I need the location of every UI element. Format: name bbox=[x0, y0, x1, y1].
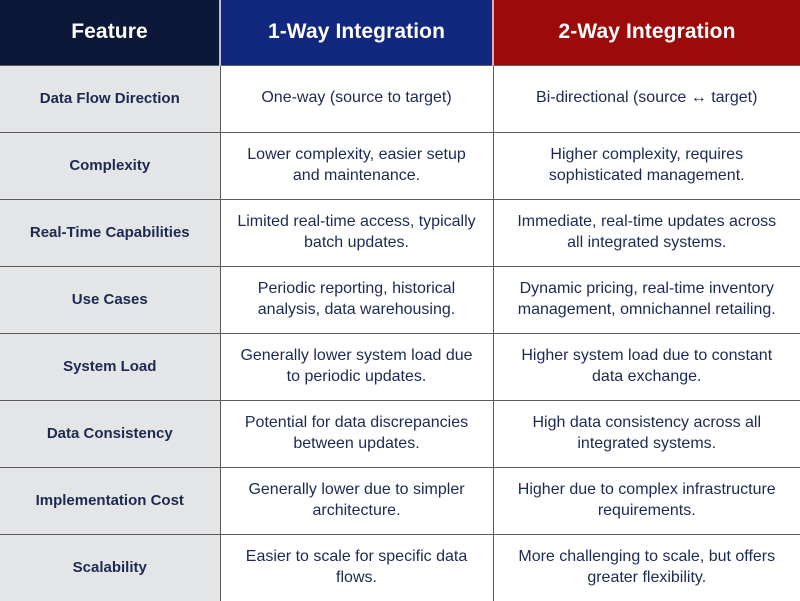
column-header-feature: Feature bbox=[0, 0, 221, 65]
two-way-value-text: Higher complexity, requires sophisticate… bbox=[548, 146, 745, 184]
table-row: Complexity Lower complexity, easier setu… bbox=[0, 131, 800, 200]
one-way-value-cell: One-way (source to target) bbox=[219, 64, 494, 133]
one-way-value-cell: Easier to scale for specific data flows. bbox=[219, 533, 494, 601]
feature-label-cell: Implementation Cost bbox=[0, 466, 221, 535]
feature-label-cell: Use Cases bbox=[0, 265, 221, 334]
column-header-two-way-integration: 2-Way Integration bbox=[493, 0, 800, 65]
two-way-value-cell: Bi-directional (source ↔ target) bbox=[492, 64, 800, 133]
feature-label-text: Use Cases bbox=[71, 290, 148, 308]
feature-label-text: Data Consistency bbox=[46, 424, 173, 442]
two-way-value-text: High data consistency across all integra… bbox=[532, 414, 762, 452]
table-row: System Load Generally lower system load … bbox=[0, 332, 800, 401]
two-way-value-cell: Higher complexity, requires sophisticate… bbox=[492, 131, 800, 200]
column-header-one-way-integration: 1-Way Integration bbox=[220, 0, 494, 65]
feature-label-text: Complexity bbox=[69, 156, 151, 174]
feature-label-text: Data Flow Direction bbox=[39, 89, 180, 107]
one-way-value-text: Limited real-time access, typically batc… bbox=[237, 213, 476, 251]
table-row: Use Cases Periodic reporting, historical… bbox=[0, 265, 800, 334]
one-way-value-text: Periodic reporting, historical analysis,… bbox=[257, 280, 456, 318]
one-way-value-text: One-way (source to target) bbox=[261, 89, 452, 107]
one-way-value-text: Generally lower system load due to perio… bbox=[240, 347, 473, 385]
table-row: Real-Time Capabilities Limited real-time… bbox=[0, 198, 800, 267]
table-header: Feature 1-Way Integration 2-Way Integrat… bbox=[0, 0, 800, 65]
feature-label-cell: System Load bbox=[0, 332, 221, 401]
two-way-value-cell: More challenging to scale, but offers gr… bbox=[492, 533, 800, 601]
header-row: Feature 1-Way Integration 2-Way Integrat… bbox=[0, 0, 800, 65]
two-way-value-text: Bi-directional (source ↔ target) bbox=[536, 89, 758, 107]
feature-label-cell: Data Consistency bbox=[0, 399, 221, 468]
one-way-value-text: Lower complexity, easier setup and maint… bbox=[247, 146, 466, 184]
feature-label-text: Implementation Cost bbox=[35, 491, 184, 509]
two-way-value-text: More challenging to scale, but offers gr… bbox=[518, 548, 776, 586]
feature-label-cell: Data Flow Direction bbox=[0, 64, 221, 133]
two-way-value-text: Dynamic pricing, real-time inventory man… bbox=[517, 280, 776, 318]
table-row: Data Consistency Potential for data disc… bbox=[0, 399, 800, 468]
one-way-value-cell: Generally lower due to simpler architect… bbox=[219, 466, 494, 535]
two-way-value-cell: Higher system load due to constant data … bbox=[492, 332, 800, 401]
two-way-value-cell: Immediate, real-time updates across all … bbox=[492, 198, 800, 267]
one-way-value-cell: Generally lower system load due to perio… bbox=[219, 332, 494, 401]
one-way-value-cell: Limited real-time access, typically batc… bbox=[219, 198, 494, 267]
feature-label-cell: Complexity bbox=[0, 131, 221, 200]
feature-label-cell: Real-Time Capabilities bbox=[0, 198, 221, 267]
one-way-value-cell: Lower complexity, easier setup and maint… bbox=[219, 131, 494, 200]
one-way-value-text: Generally lower due to simpler architect… bbox=[248, 481, 465, 519]
two-way-value-text: Higher system load due to constant data … bbox=[521, 347, 773, 385]
table-row: Data Flow Direction One-way (source to t… bbox=[0, 64, 800, 133]
two-way-value-cell: Higher due to complex infrastructure req… bbox=[492, 466, 800, 535]
two-way-value-text: Immediate, real-time updates across all … bbox=[517, 213, 777, 251]
two-way-value-cell: High data consistency across all integra… bbox=[492, 399, 800, 468]
table-row: Scalability Easier to scale for specific… bbox=[0, 533, 800, 601]
two-way-value-text: Higher due to complex infrastructure req… bbox=[517, 481, 776, 519]
two-way-value-cell: Dynamic pricing, real-time inventory man… bbox=[492, 265, 800, 334]
feature-label-cell: Scalability bbox=[0, 533, 221, 601]
table-row: Implementation Cost Generally lower due … bbox=[0, 466, 800, 535]
table-body: Data Flow Direction One-way (source to t… bbox=[0, 64, 800, 601]
one-way-value-cell: Potential for data discrepancies between… bbox=[219, 399, 494, 468]
one-way-value-text: Potential for data discrepancies between… bbox=[244, 414, 469, 452]
one-way-value-cell: Periodic reporting, historical analysis,… bbox=[219, 265, 494, 334]
feature-label-text: Scalability bbox=[72, 559, 147, 577]
one-way-value-text: Easier to scale for specific data flows. bbox=[245, 548, 468, 586]
feature-label-text: Real-Time Capabilities bbox=[29, 223, 190, 241]
feature-label-text: System Load bbox=[63, 357, 157, 375]
